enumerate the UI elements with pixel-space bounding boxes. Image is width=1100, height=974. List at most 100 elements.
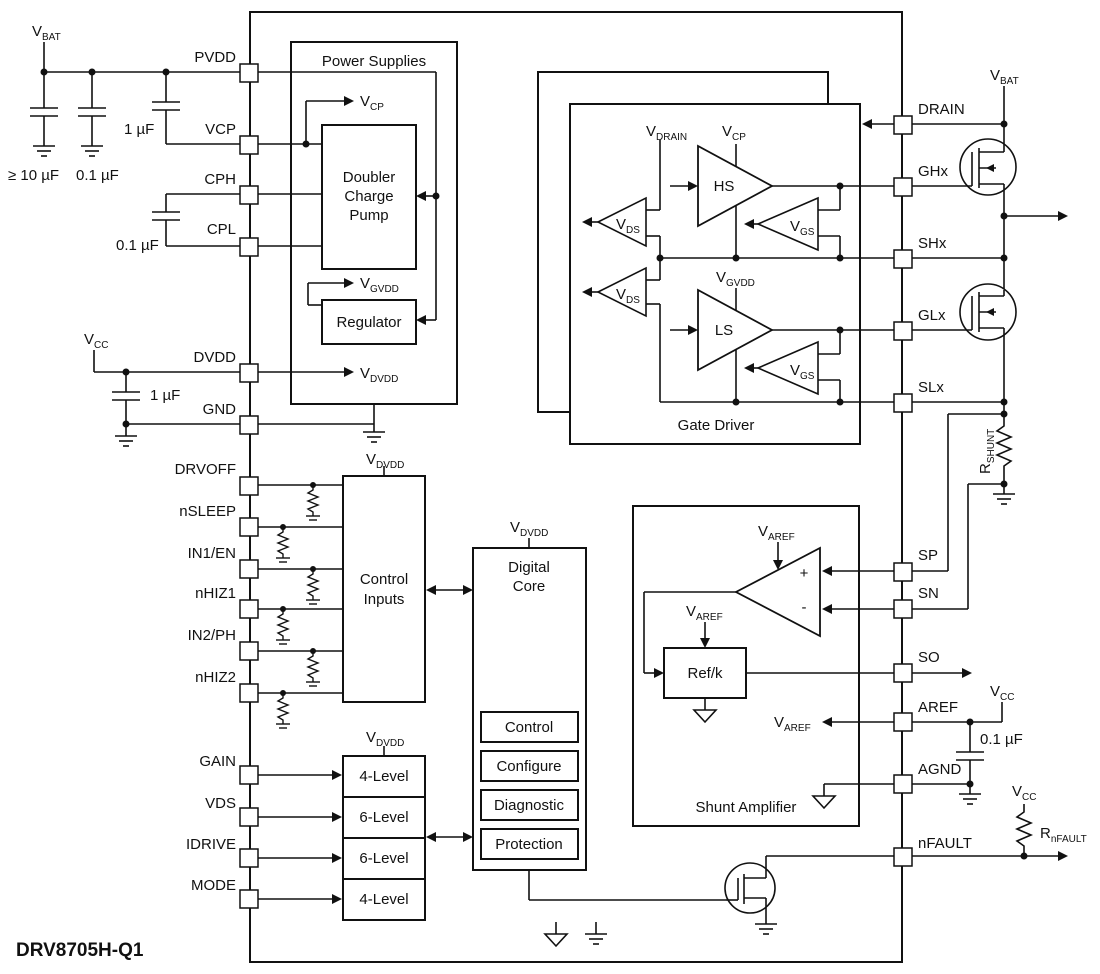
svg-text:VDS: VDS <box>616 286 640 306</box>
svg-text:≥ 10 µF: ≥ 10 µF <box>8 167 59 184</box>
pin-idrive: IDRIVE <box>186 836 259 868</box>
vbat-supply-left: VBAT <box>32 23 240 76</box>
svg-text:nFAULT: nFAULT <box>918 835 972 852</box>
svg-text:1 µF: 1 µF <box>124 121 154 138</box>
power-supplies-label: Power Supplies <box>322 53 426 70</box>
pin-aref: AREF <box>893 699 958 732</box>
pin-nsleep: nSLEEP <box>179 503 259 537</box>
pin-glx: GLx <box>893 307 946 341</box>
pin-drain: DRAIN <box>893 101 965 135</box>
svg-text:VDVDD: VDVDD <box>366 451 404 471</box>
svg-text:Control: Control <box>505 719 553 736</box>
svg-text:VGS: VGS <box>790 218 815 238</box>
configure-subblock: Configure <box>480 750 579 782</box>
svg-text:IN1/EN: IN1/EN <box>188 545 236 562</box>
vcc-dvdd-supply: VCC 1 µF <box>84 331 240 447</box>
svg-text:Digital: Digital <box>508 559 550 576</box>
svg-text:nHIZ1: nHIZ1 <box>195 585 236 602</box>
pin-shx: SHx <box>893 235 947 269</box>
svg-text:Doubler: Doubler <box>343 169 396 186</box>
svg-text:GLx: GLx <box>918 307 946 324</box>
high-side-mosfet <box>912 138 1017 248</box>
svg-text:SO: SO <box>918 649 940 666</box>
svg-text:4-Level: 4-Level <box>359 768 408 785</box>
chip-name: DRV8705H-Q1 <box>16 940 144 961</box>
cap-0-1uf-pvdd: 0.1 µF <box>76 72 119 184</box>
cap-1uf-vcp: 1 µF <box>124 72 240 145</box>
svg-text:GHx: GHx <box>918 163 949 180</box>
vgs-ls-comparator: VGS <box>755 340 819 396</box>
svg-text:MODE: MODE <box>191 877 236 894</box>
cap-0-1uf-flying: 0.1 µF <box>116 193 240 254</box>
svg-text:SN: SN <box>918 585 939 602</box>
svg-text:VCC: VCC <box>84 331 108 351</box>
svg-text:0.1 µF: 0.1 µF <box>76 167 119 184</box>
pin-nhiz1: nHIZ1 <box>195 585 259 619</box>
pin-cpl: CPL <box>207 221 259 257</box>
pin-sp: SP <box>893 547 938 582</box>
pin-ghx: GHx <box>893 163 949 197</box>
low-side-mosfet <box>912 283 1017 414</box>
control-inputs-block: Control Inputs <box>342 475 426 703</box>
pin-gnd: GND <box>203 401 259 435</box>
vds-hs-comparator: VDS <box>596 196 647 248</box>
svg-text:SP: SP <box>918 547 938 564</box>
pin-in1-en: IN1/EN <box>188 545 259 579</box>
input-wires <box>258 484 343 694</box>
svg-text:Inputs: Inputs <box>364 591 405 608</box>
svg-text:1 µF: 1 µF <box>150 387 180 404</box>
gate-driver-label: Gate Driver <box>678 417 755 434</box>
svg-text:Pump: Pump <box>349 207 388 224</box>
level-gain-block: 4-Level <box>342 755 426 798</box>
svg-text:VGS: VGS <box>790 362 815 382</box>
svg-text:VDS: VDS <box>205 795 236 812</box>
svg-text:+: + <box>800 565 809 582</box>
svg-text:IN2/PH: IN2/PH <box>188 627 236 644</box>
svg-text:VAREF: VAREF <box>758 523 795 543</box>
svg-text:-: - <box>802 599 807 616</box>
svg-text:Configure: Configure <box>496 758 561 775</box>
pulldown-resistors <box>276 482 320 729</box>
svg-text:VGVDD: VGVDD <box>360 275 399 295</box>
pin-in2-ph: IN2/PH <box>188 627 259 661</box>
svg-text:IDRIVE: IDRIVE <box>186 836 236 853</box>
cap-10uf: ≥ 10 µF <box>8 72 59 184</box>
pin-vcp: VCP <box>205 121 259 155</box>
pin-slx: SLx <box>893 379 944 413</box>
svg-text:VDRAIN: VDRAIN <box>646 123 687 143</box>
diagnostic-subblock: Diagnostic <box>480 789 579 821</box>
svg-text:AREF: AREF <box>918 699 958 716</box>
svg-text:nHIZ2: nHIZ2 <box>195 669 236 686</box>
svg-text:VGVDD: VGVDD <box>716 269 755 289</box>
svg-text:VDVDD: VDVDD <box>366 729 404 749</box>
svg-text:VCP: VCP <box>360 93 384 113</box>
svg-text:VDVDD: VDVDD <box>510 519 548 539</box>
shunt-resistor: RSHUNT <box>977 414 1016 505</box>
pin-sn: SN <box>893 585 939 619</box>
nfault-transistor <box>724 855 894 935</box>
pin-agnd: AGND <box>893 761 962 794</box>
svg-text:nSLEEP: nSLEEP <box>179 503 236 520</box>
svg-text:RnFAULT: RnFAULT <box>1040 825 1087 845</box>
pin-nhiz2: nHIZ2 <box>195 669 259 703</box>
svg-text:CPL: CPL <box>207 221 236 238</box>
svg-text:Ref/k: Ref/k <box>687 665 723 682</box>
svg-text:DVDD: DVDD <box>193 349 236 366</box>
level-mode-block: 4-Level <box>342 878 426 921</box>
svg-text:GAIN: GAIN <box>199 753 236 770</box>
svg-text:6-Level: 6-Level <box>359 850 408 867</box>
doubler-charge-pump-block: Doubler Charge Pump <box>321 124 417 270</box>
svg-text:HS: HS <box>714 178 735 195</box>
svg-text:0.1 µF: 0.1 µF <box>980 731 1023 748</box>
svg-text:SHx: SHx <box>918 235 947 252</box>
svg-text:VBAT: VBAT <box>32 23 61 43</box>
pin-mode: MODE <box>191 877 259 909</box>
svg-text:0.1 µF: 0.1 µF <box>116 237 159 254</box>
pin-vds: VDS <box>205 795 259 827</box>
pin-so: SO <box>893 649 940 683</box>
svg-text:CPH: CPH <box>204 171 236 188</box>
pin-pvdd: PVDD <box>194 49 259 83</box>
svg-text:PVDD: PVDD <box>194 49 236 66</box>
svg-text:VDVDD: VDVDD <box>360 365 398 385</box>
